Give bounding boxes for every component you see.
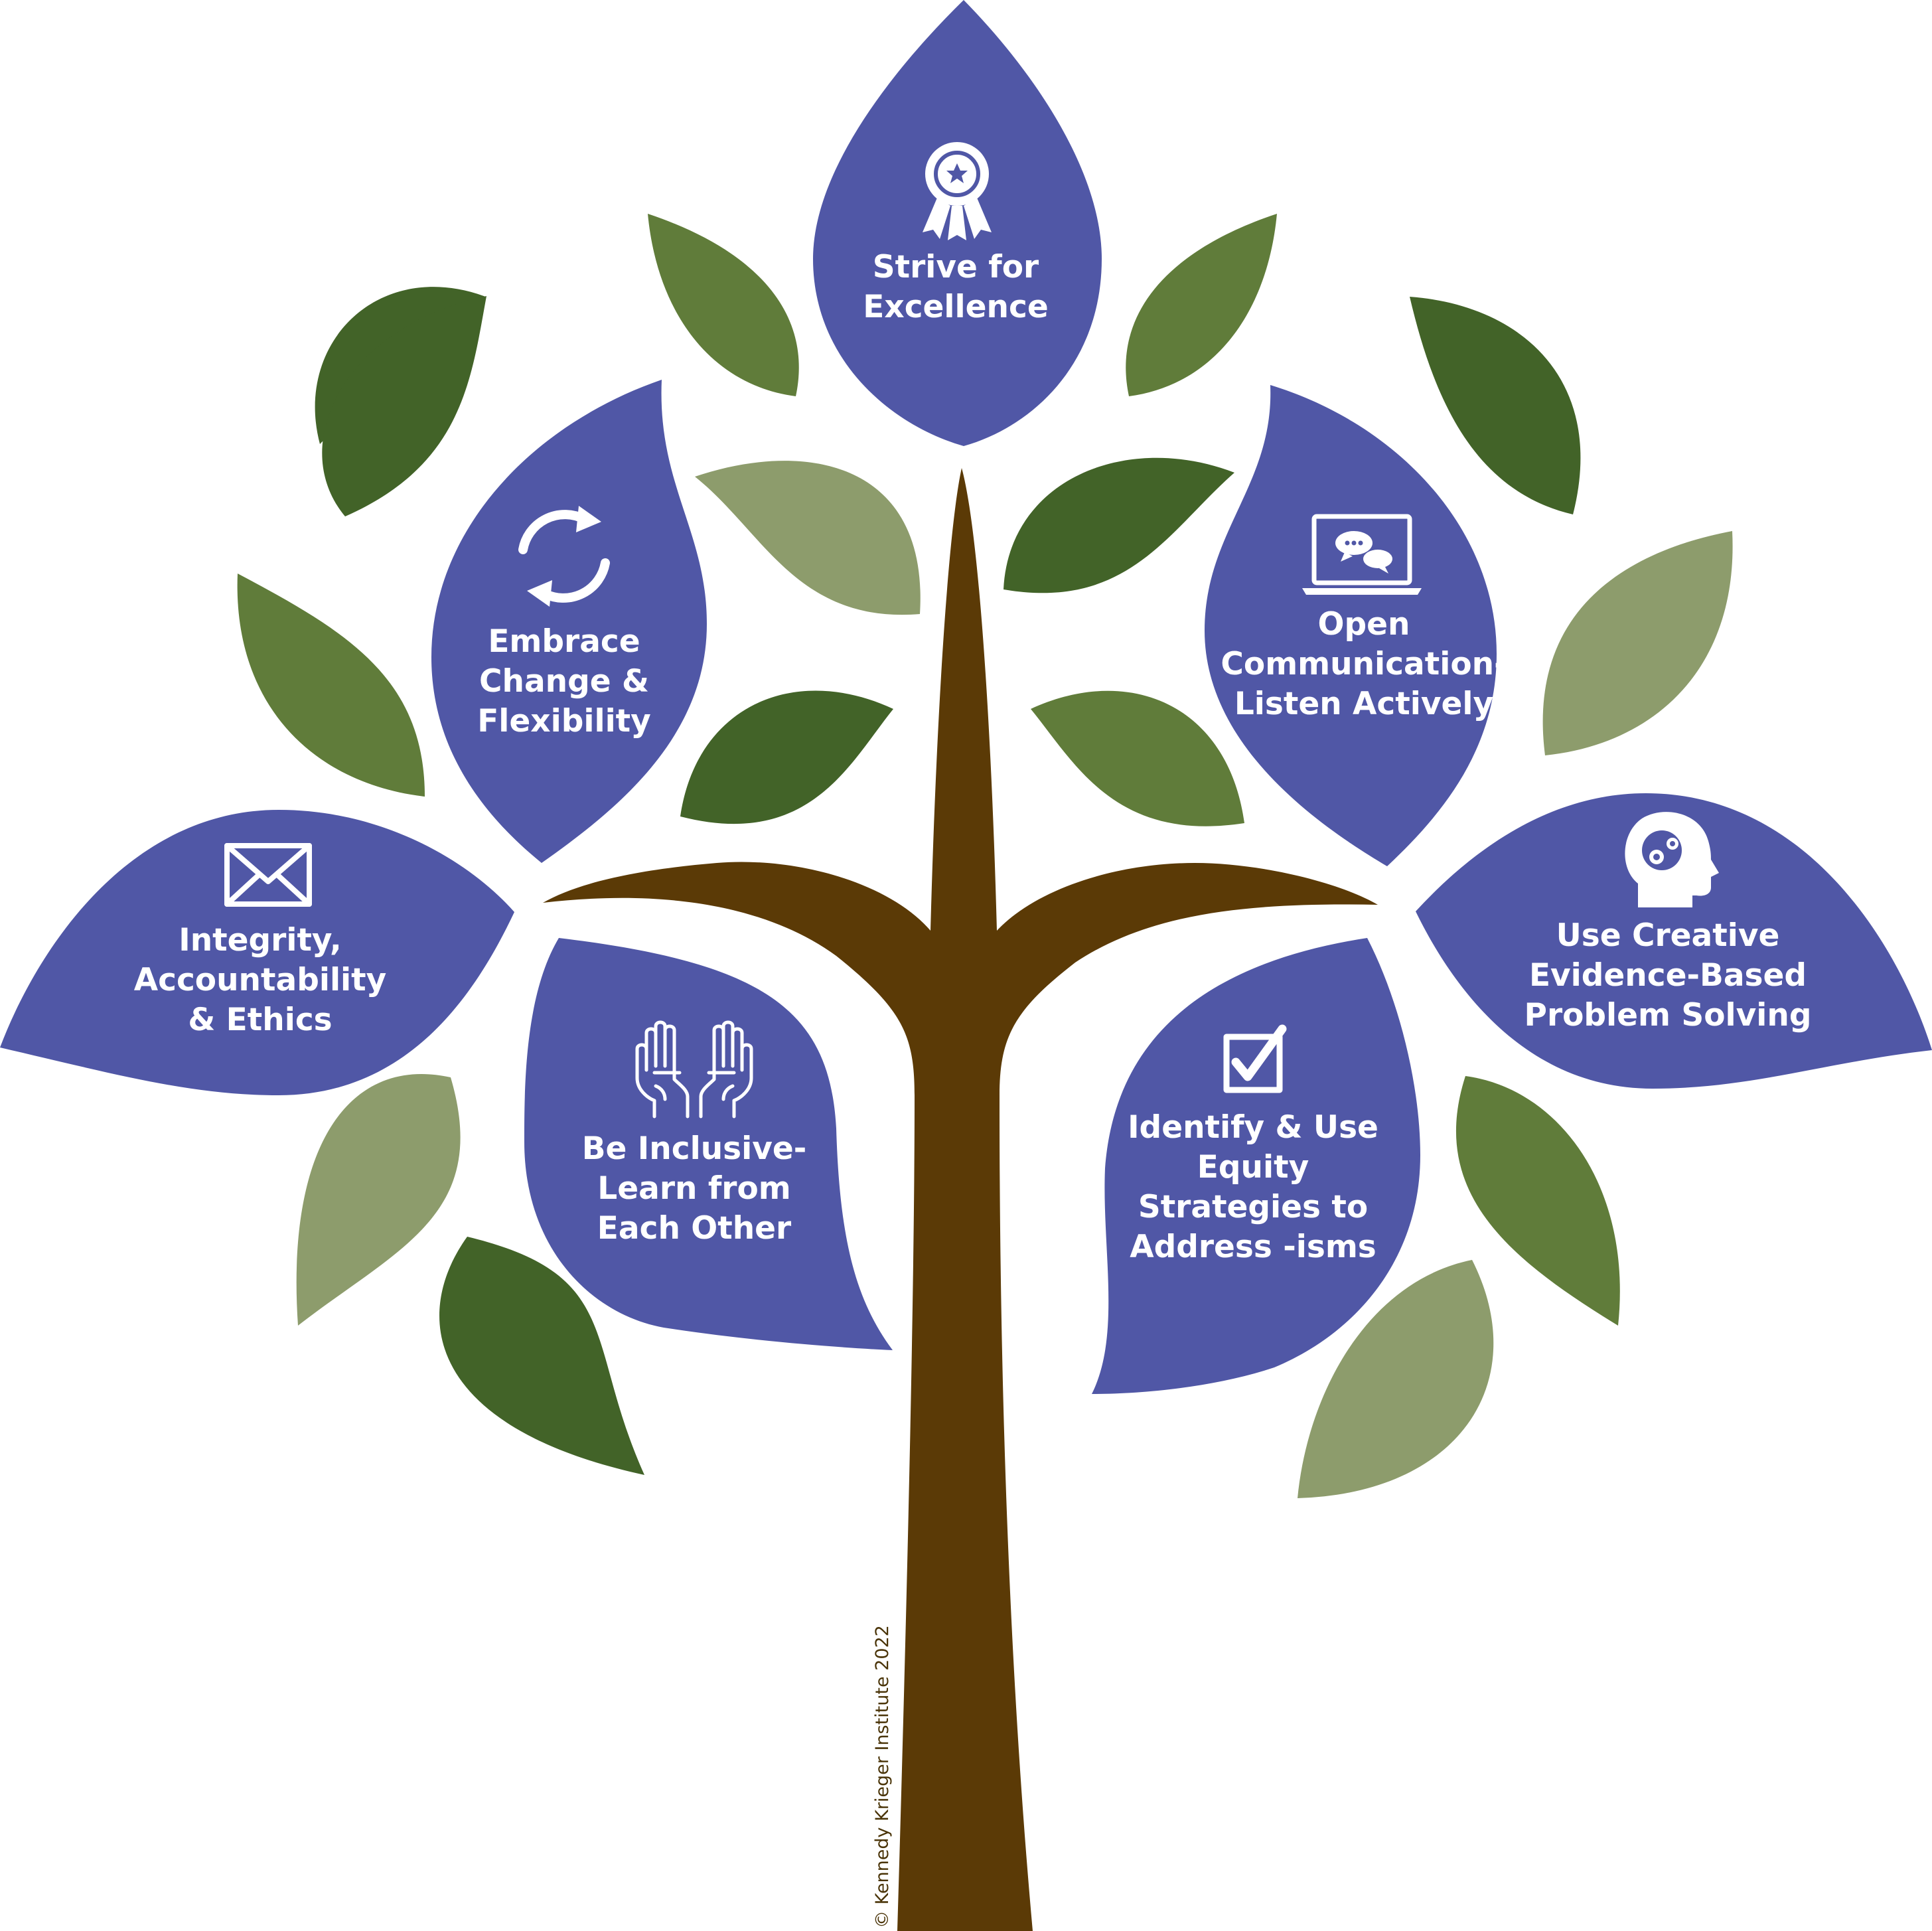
label-line: & Ethics <box>188 1002 332 1038</box>
copyright-text: © Kennedy Krieger Institute 2022 <box>872 1625 893 1928</box>
green-leaf <box>680 691 893 824</box>
label-line: Equity <box>1197 1149 1309 1186</box>
label-line: Learn from <box>597 1170 790 1207</box>
label-line: Embrace <box>488 623 640 660</box>
label-line: Communication- <box>1221 646 1507 682</box>
label-line: Change & <box>479 663 649 700</box>
label-line: Integrity, <box>179 922 342 959</box>
label-line: Listen Actively <box>1234 686 1493 722</box>
green-leaf <box>1031 691 1244 826</box>
green-leaf <box>695 461 921 615</box>
value-leaf-embrace <box>431 380 707 863</box>
label-line: Problem Solving <box>1524 997 1812 1034</box>
award-ribbon-icon <box>923 142 992 240</box>
green-leaf <box>238 574 425 797</box>
label-line: Use Creative <box>1556 917 1780 954</box>
label-line: Be Inclusive- <box>582 1130 807 1167</box>
label-line: Excellence <box>863 289 1048 325</box>
label-line: Identify & Use <box>1128 1109 1378 1146</box>
green-leaf <box>648 214 799 396</box>
green-leaf <box>1543 531 1733 755</box>
label-line: Address -isms <box>1130 1229 1376 1265</box>
label-line: Each Other <box>597 1210 792 1247</box>
label-line: Flexibility <box>477 703 651 739</box>
label-line: Evidence-Based <box>1529 957 1807 994</box>
label-line: Open <box>1318 606 1410 643</box>
label-line: Accountability <box>134 962 387 998</box>
green-leaf <box>1410 297 1580 514</box>
green-leaf <box>1003 458 1234 593</box>
green-leaf <box>297 1074 461 1326</box>
label-line: Strategies to <box>1138 1189 1368 1225</box>
green-leaf <box>1126 214 1277 396</box>
label-line: Strive for <box>873 249 1039 285</box>
